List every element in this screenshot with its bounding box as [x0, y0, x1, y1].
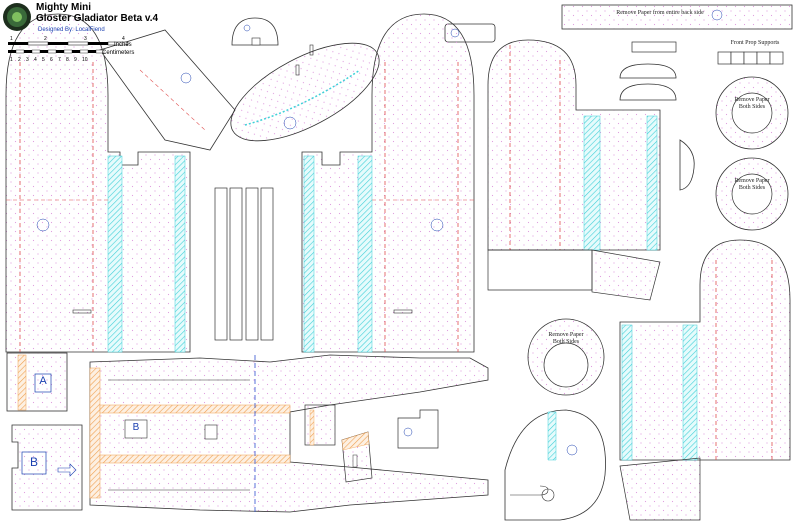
- part-b-letter-fuselage: B: [132, 422, 140, 433]
- tail-fin: [504, 409, 606, 521]
- remove-paper-ring-1: Remove Paper Both Sides: [734, 97, 770, 110]
- cm-tick-10: 10: [82, 57, 88, 63]
- front-prop-label: Front Prop Supports: [730, 40, 780, 46]
- inch-tick-3: 3: [84, 36, 87, 42]
- left-wing-panel: [5, 13, 191, 353]
- cm-tick-3: 3: [26, 57, 29, 63]
- cm-tick-8: 8: [66, 57, 69, 63]
- cockpit-pieces: [304, 404, 439, 483]
- right-wing-panel: [301, 13, 475, 353]
- cm-tick-9: 9: [74, 57, 77, 63]
- scale-bar: 1 2 3 4 Inches Centimeters 1 2 3 4 5 6 7…: [4, 36, 154, 68]
- prop-support-boxes: [717, 51, 784, 65]
- remove-paper-strip: [561, 4, 793, 30]
- inches-label: Inches: [114, 42, 132, 48]
- inch-tick-1: 1: [10, 36, 13, 42]
- part-a-letter: A: [39, 375, 47, 387]
- inch-tick-4: 4: [122, 36, 125, 42]
- fuselage-sides: [89, 354, 489, 513]
- centimeters-label: Centimeters: [102, 50, 135, 56]
- center-oval-piece: [230, 42, 380, 142]
- title-line-2: Gloster Gladiator Beta v.4: [36, 13, 159, 24]
- cm-tick-2: 2: [18, 57, 21, 63]
- inch-tick-2: 2: [44, 36, 47, 42]
- title-block: Mighty Mini Gloster Gladiator Beta v.4: [36, 2, 158, 24]
- logo-icon: [3, 3, 31, 31]
- cm-tick-4: 4: [34, 57, 37, 63]
- designer-credit: Designed By: LocalFiend: [38, 27, 105, 33]
- cm-tick-7: 7: [58, 57, 61, 63]
- half-dome-top: [231, 17, 279, 46]
- remove-paper-back-label: Remove Paper from entire back side: [616, 10, 704, 16]
- lower-wing-right: [619, 239, 791, 521]
- cowl-rings: [527, 76, 789, 396]
- interplane-struts: [214, 187, 274, 341]
- lower-wing-left: [487, 39, 661, 301]
- title-line-1: Mighty Mini: [36, 2, 91, 13]
- small-bar-piece: [631, 41, 677, 53]
- upper-strut-piece: [99, 29, 236, 151]
- cm-tick-5: 5: [42, 57, 45, 63]
- remove-paper-ring-2: Remove Paper Both Sides: [734, 178, 770, 191]
- cm-tick-6: 6: [50, 57, 53, 63]
- part-a-piece: [6, 352, 68, 412]
- cm-tick-1: 1: [10, 57, 13, 63]
- remove-paper-ring-3: Remove Paper Both Sides: [548, 332, 584, 345]
- half-domes-right: [619, 63, 695, 191]
- part-b-piece: [11, 424, 83, 511]
- part-b-letter-left: B: [29, 455, 38, 469]
